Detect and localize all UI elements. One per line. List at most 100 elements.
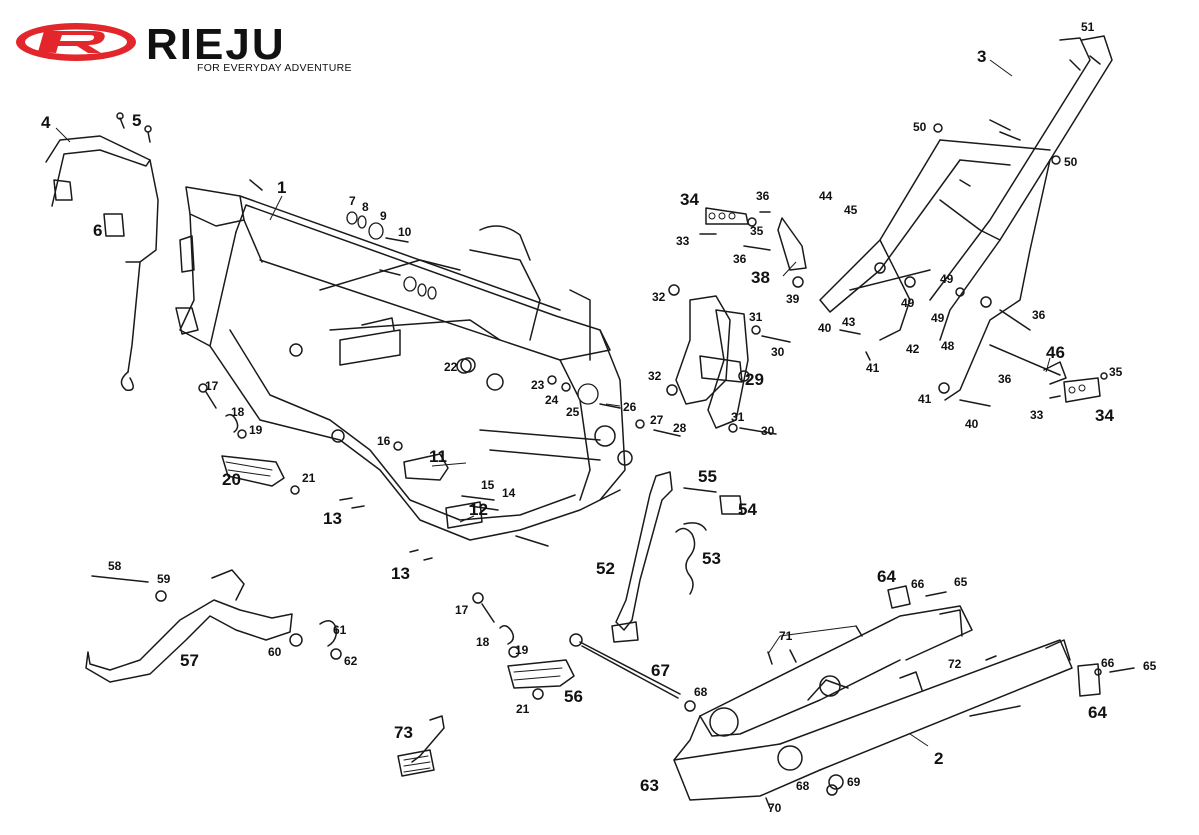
callout-53: 53 [702, 549, 721, 568]
callout-42: 42 [906, 342, 920, 356]
callout-35a: 35 [750, 224, 764, 238]
callout-11: 11 [429, 447, 447, 466]
callout-73: 73 [394, 723, 413, 742]
callout-52: 52 [596, 559, 615, 578]
callout-9: 9 [380, 209, 387, 223]
callout-40a: 40 [818, 321, 832, 335]
callout-28: 28 [673, 421, 687, 435]
callout-7: 7 [349, 194, 356, 208]
pivot-hardware-drawing [460, 357, 681, 437]
pillion-footpeg-right-drawing [1049, 372, 1108, 403]
callout-40b: 40 [965, 417, 979, 431]
callout-51: 51 [1081, 20, 1095, 34]
headlight-bracket-drawing [45, 112, 159, 391]
callout-71: 71 [779, 629, 793, 643]
leader-lines [55, 59, 1051, 747]
callout-54: 54 [738, 500, 757, 519]
callout-57: 57 [180, 651, 199, 670]
callout-69: 69 [847, 775, 861, 789]
callout-56: 56 [564, 687, 583, 706]
callout-49b: 49 [901, 296, 915, 310]
callout-20: 20 [222, 470, 241, 489]
callout-35b: 35 [1109, 365, 1123, 379]
callout-50b: 50 [1064, 155, 1078, 169]
callout-72: 72 [948, 657, 962, 671]
callout-55: 55 [698, 467, 717, 486]
callout-30b: 30 [761, 424, 775, 438]
rider-footpeg-lower-drawing [472, 592, 575, 700]
callout-43: 43 [842, 315, 856, 329]
callout-70: 70 [768, 801, 782, 815]
callout-41a: 41 [866, 361, 880, 375]
callout-68a: 68 [694, 685, 708, 699]
callout-19b: 19 [515, 643, 529, 657]
callout-8: 8 [362, 200, 369, 214]
brand-name: RIEJU [146, 20, 286, 69]
callout-15: 15 [481, 478, 495, 492]
callout-labels: 1 2 3 4 5 6 7 8 9 10 11 12 13 13 14 15 1… [41, 20, 1157, 815]
brand-tagline: FOR EVERYDAY ADVENTURE [197, 62, 352, 74]
swingarm-drawing [673, 605, 1073, 809]
rear-subframe-drawing [819, 35, 1113, 407]
callout-50a: 50 [913, 120, 927, 134]
callout-13a: 13 [323, 509, 342, 528]
callout-48: 48 [941, 339, 955, 353]
gear-lever-drawing [397, 715, 445, 777]
callout-12: 12 [469, 500, 488, 519]
callout-25: 25 [566, 405, 580, 419]
callout-38: 38 [751, 268, 770, 287]
callout-49a: 49 [940, 272, 954, 286]
callout-45: 45 [844, 203, 858, 217]
callout-16: 16 [377, 434, 391, 448]
callout-4: 4 [41, 113, 51, 132]
brake-pedal-drawing [85, 569, 342, 683]
callout-36d: 36 [998, 372, 1012, 386]
callout-64b: 64 [1088, 703, 1107, 722]
engine-hanger-plates-drawing [666, 284, 791, 435]
callout-62: 62 [344, 654, 358, 668]
main-frame-drawing [175, 179, 633, 541]
callout-2: 2 [934, 749, 943, 768]
callout-17a: 17 [205, 379, 219, 393]
callout-5: 5 [132, 111, 141, 130]
callout-21a: 21 [302, 471, 316, 485]
callout-24: 24 [545, 393, 559, 407]
callout-14: 14 [502, 486, 516, 500]
callout-58: 58 [108, 559, 122, 573]
callout-32b: 32 [648, 369, 662, 383]
callout-41b: 41 [918, 392, 932, 406]
callout-36a: 36 [756, 189, 770, 203]
callout-49c: 49 [931, 311, 945, 325]
callout-32a: 32 [652, 290, 666, 304]
callout-18a: 18 [231, 405, 245, 419]
callout-29: 29 [745, 370, 764, 389]
callout-39: 39 [786, 292, 800, 306]
callout-1: 1 [277, 178, 286, 197]
callout-65b: 65 [1143, 659, 1157, 673]
callout-34a: 34 [680, 190, 699, 209]
callout-46: 46 [1046, 343, 1065, 362]
pillion-footpeg-left-drawing [699, 207, 807, 288]
callout-65a: 65 [954, 575, 968, 589]
callout-19a: 19 [249, 423, 263, 437]
sidestand-drawing [611, 471, 743, 643]
callout-63: 63 [640, 776, 659, 795]
callout-68b: 68 [796, 779, 810, 793]
callout-6: 6 [93, 221, 102, 240]
swingarm-axle-drawing [569, 633, 696, 712]
callout-3: 3 [977, 47, 986, 66]
callout-66a: 66 [911, 577, 925, 591]
callout-26: 26 [623, 400, 637, 414]
callout-23: 23 [531, 378, 545, 392]
callout-27: 27 [650, 413, 664, 427]
frame-hardware-top [346, 211, 437, 300]
logo-r-mark-icon [38, 31, 105, 53]
callout-21b: 21 [516, 702, 530, 716]
callout-10: 10 [398, 225, 412, 239]
callout-36c: 36 [1032, 308, 1046, 322]
callout-60: 60 [268, 645, 282, 659]
callout-64a: 64 [877, 567, 896, 586]
callout-22: 22 [444, 360, 458, 374]
callout-34b: 34 [1095, 406, 1114, 425]
